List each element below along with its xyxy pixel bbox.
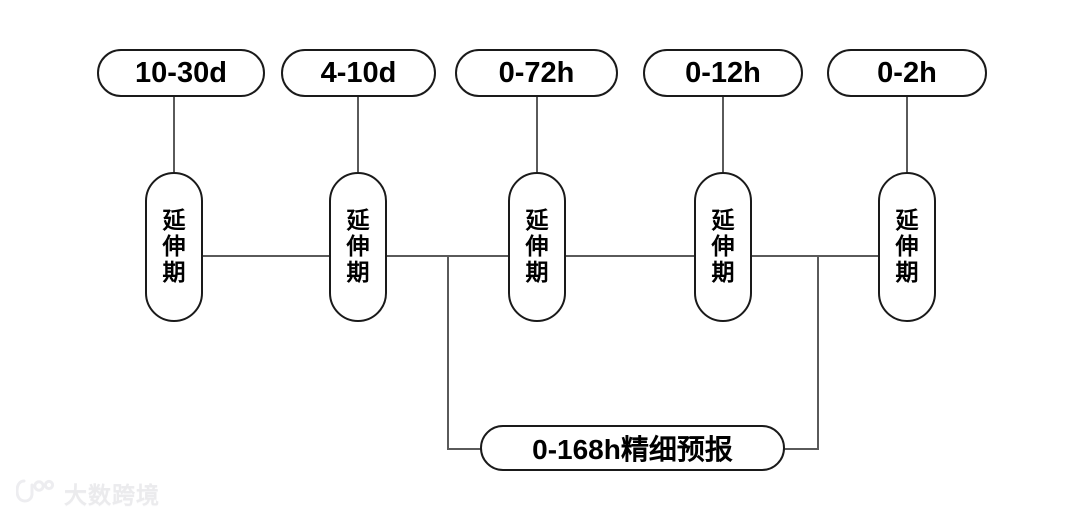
connector-top-to-stage-4: [722, 97, 724, 173]
stage-label-char-2: 伸: [525, 233, 549, 260]
stage-label-char-3: 期: [895, 258, 919, 285]
stage-label-stack: 延 伸 期: [163, 208, 186, 285]
connector-right-elbow-horizontal: [783, 448, 819, 450]
connector-top-to-stage-5: [906, 97, 908, 173]
connector-left-elbow-vertical: [447, 255, 449, 450]
stage-label-char-1: 延: [895, 207, 919, 234]
connector-right-elbow-vertical: [817, 255, 819, 450]
lead-time-label: 0-2h: [877, 56, 937, 89]
stage-box-2[interactable]: 延 伸 期: [329, 172, 387, 322]
stage-label-char-2: 伸: [895, 233, 919, 260]
stage-label-char-2: 伸: [346, 233, 370, 260]
stage-box-3[interactable]: 延 伸 期: [508, 172, 566, 322]
lead-time-label: 10-30d: [135, 56, 227, 89]
watermark-text: 大数跨境: [64, 482, 160, 508]
connector-stage-3-to-4: [566, 255, 694, 257]
lead-time-label: 0-12h: [685, 56, 761, 89]
lead-time-box-0-2h[interactable]: 0-2h: [827, 49, 987, 97]
lead-time-label: 0-72h: [498, 56, 575, 89]
stage-label-char-3: 期: [162, 258, 186, 285]
connector-left-elbow-horizontal: [447, 448, 482, 450]
fine-forecast-box[interactable]: 0-168h精细预报: [480, 425, 785, 471]
lead-time-label: 4-10d: [320, 56, 397, 89]
fine-forecast-label: 0-168h精细预报: [532, 434, 733, 465]
stage-label-char-1: 延: [525, 207, 549, 234]
stage-box-4[interactable]: 延 伸 期: [694, 172, 752, 322]
stage-label-char-3: 期: [346, 258, 370, 285]
stage-label-char-3: 期: [525, 258, 549, 285]
stage-box-5[interactable]: 延 伸 期: [878, 172, 936, 322]
lead-time-box-10-30d[interactable]: 10-30d: [97, 49, 265, 97]
connector-top-to-stage-3: [536, 97, 538, 173]
connector-top-to-stage-1: [173, 97, 175, 173]
stage-label-char-1: 延: [162, 207, 186, 234]
stage-label-stack: 延 伸 期: [526, 208, 549, 285]
connector-stage-4-to-5: [752, 255, 878, 257]
stage-label-stack: 延 伸 期: [347, 208, 370, 285]
dashu-kuajing-logo-icon: [15, 477, 56, 510]
connector-top-to-stage-2: [357, 97, 359, 173]
stage-label-char-3: 期: [711, 258, 735, 285]
stage-label-char-1: 延: [346, 207, 370, 234]
lead-time-box-0-72h[interactable]: 0-72h: [455, 49, 618, 97]
stage-label-char-2: 伸: [162, 233, 186, 260]
lead-time-box-4-10d[interactable]: 4-10d: [281, 49, 436, 97]
connector-stage-1-to-2: [203, 255, 329, 257]
stage-label-char-1: 延: [711, 207, 735, 234]
stage-label-stack: 延 伸 期: [896, 208, 919, 285]
lead-time-box-0-12h[interactable]: 0-12h: [643, 49, 803, 97]
stage-box-1[interactable]: 延 伸 期: [145, 172, 203, 322]
stage-label-stack: 延 伸 期: [712, 208, 735, 285]
stage-label-char-2: 伸: [711, 233, 735, 260]
watermark: 大数跨境: [15, 476, 160, 510]
